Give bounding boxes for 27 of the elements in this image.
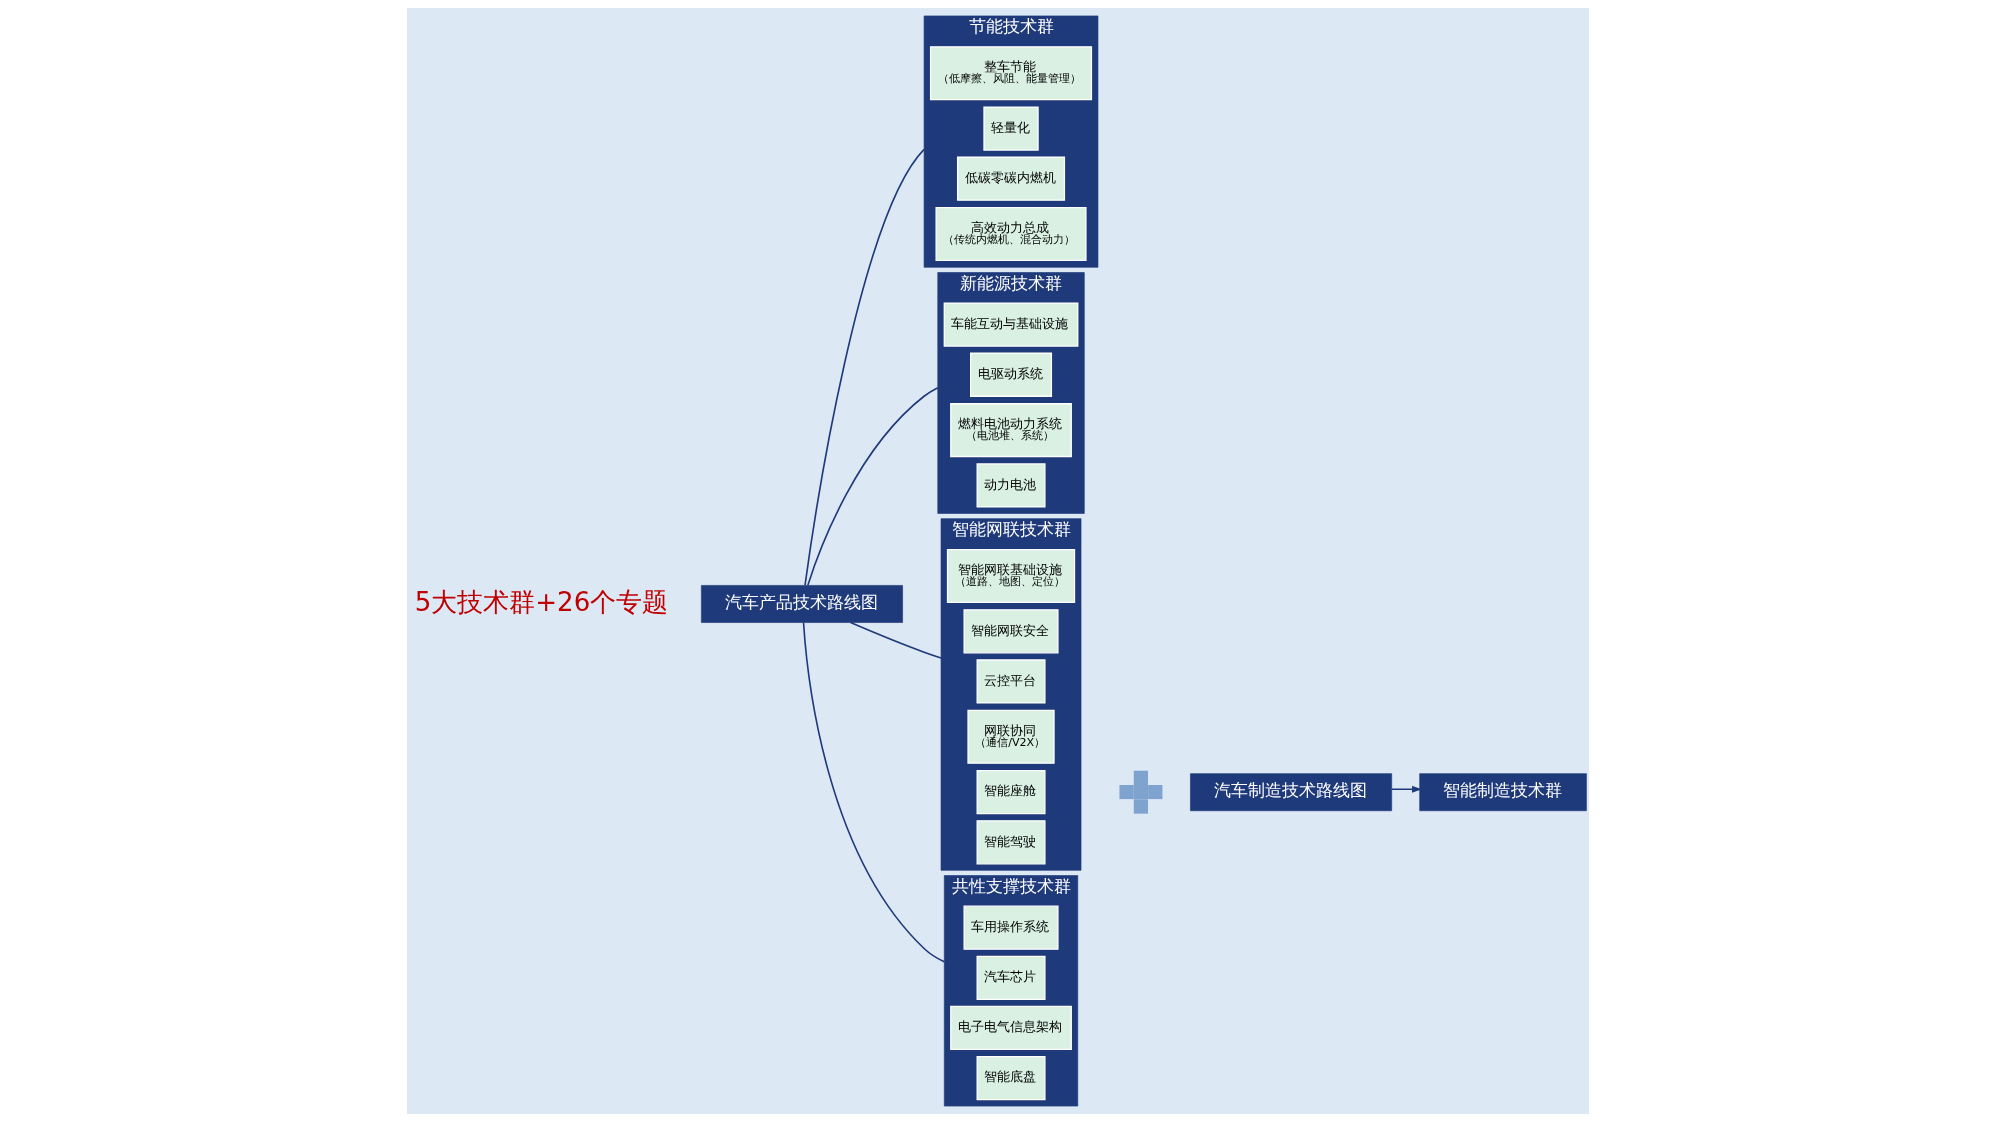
node-box: 智能座舱 xyxy=(976,770,1046,815)
node-box: 高效动力总成 （传统内燃机、混合动力） xyxy=(935,207,1087,262)
node-box: 智能驾驶 xyxy=(976,820,1046,865)
node-box: 智能网联基础设施 （道路、地图、定位） xyxy=(946,548,1075,603)
connector xyxy=(802,621,945,963)
node-box: 汽车芯片 xyxy=(976,955,1046,1000)
node-box: 网联协同 （通信/V2X） xyxy=(966,709,1055,764)
connector xyxy=(806,386,939,587)
node-box: 车能互动与基础设施 xyxy=(943,302,1078,347)
node-box: 汽车产品技术路线图 xyxy=(700,585,903,623)
node-box: 智能底盘 xyxy=(976,1055,1046,1101)
node-box: 智能网联安全 xyxy=(963,609,1059,654)
node-box: 燃料电池动力系统 （电池堆、系统） xyxy=(949,403,1072,458)
node-box: 轻量化 xyxy=(982,106,1039,151)
node-box: 车用操作系统 xyxy=(963,905,1059,950)
connector xyxy=(849,621,942,659)
node-box: 智能制造技术群 xyxy=(1418,773,1587,812)
label: 5大技术群+26个专题 xyxy=(414,586,668,617)
node-box: 电子电气信息架构 xyxy=(949,1005,1072,1051)
node-box: 低碳零碳内燃机 xyxy=(956,156,1065,201)
connector xyxy=(803,148,925,587)
node-box: 电驱动系统 xyxy=(969,352,1052,397)
node-box: 整车节能 （低摩擦、风阻、能量管理） xyxy=(929,46,1092,101)
node-box: 汽车制造技术路线图 xyxy=(1189,773,1392,812)
node-box: 云控平台 xyxy=(976,659,1046,704)
arrow xyxy=(1390,785,1422,793)
node-box: 动力电池 xyxy=(976,463,1046,508)
